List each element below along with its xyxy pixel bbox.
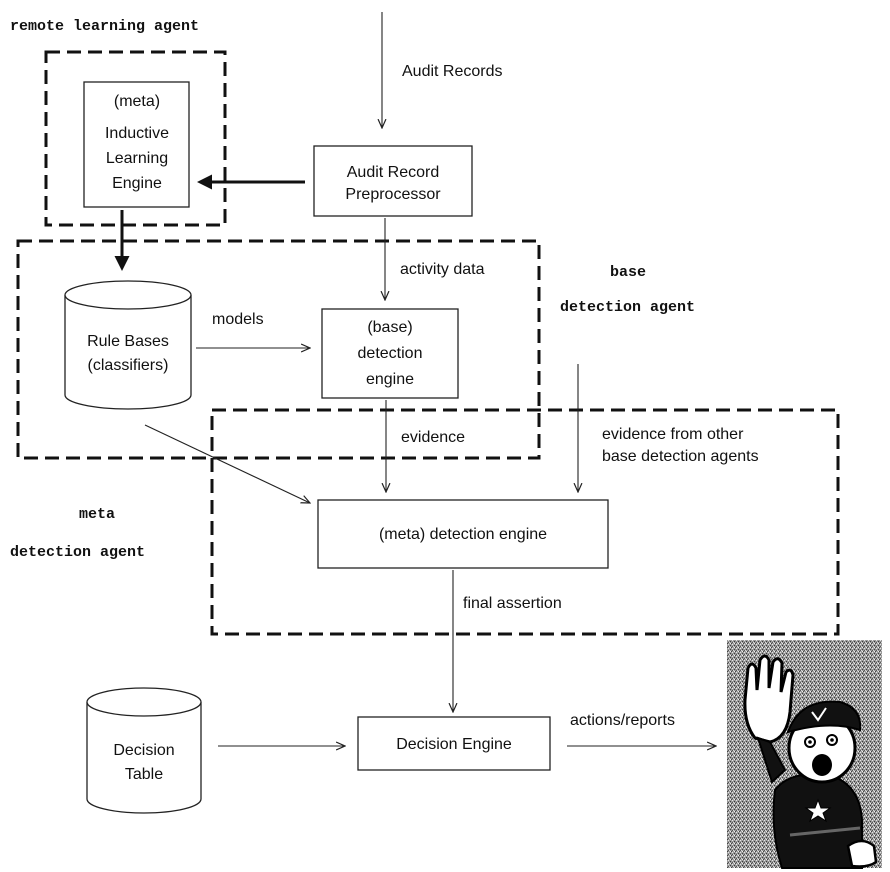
base-engine-label-line3: engine: [366, 371, 414, 388]
inductive-label-line3: Learning: [106, 150, 168, 167]
base-engine-label-line1: (base): [367, 319, 412, 336]
base-agent-label-line1: base: [610, 264, 646, 281]
evidence-other-label-line2: base detection agents: [602, 448, 759, 465]
remote-learning-agent-label: remote learning agent: [10, 18, 199, 35]
remote-learning-agent-boundary: [44, 50, 227, 227]
decision-table-label-line1: Decision: [113, 742, 174, 759]
base-agent-label-line2: detection agent: [560, 299, 695, 316]
inductive-label-line2: Inductive: [105, 125, 169, 142]
decision-table-cylinder: [86, 687, 202, 814]
evidence-label: evidence: [401, 429, 465, 446]
decision-table-label-line2: Table: [125, 766, 163, 783]
final-assertion-label: final assertion: [463, 595, 562, 612]
evidence-other-label-line1: evidence from other: [602, 426, 744, 443]
meta-agent-label-line2: detection agent: [10, 544, 145, 561]
meta-detection-agent-boundary: [210, 408, 840, 636]
inductive-label-line4: Engine: [112, 175, 162, 192]
models-label: models: [212, 311, 264, 328]
actions-reports-label: actions/reports: [570, 712, 675, 729]
audit-record-preprocessor-box: [313, 145, 473, 217]
preprocessor-label-line1: Audit Record: [347, 164, 440, 181]
alarm-figure-icon: [727, 640, 882, 869]
audit-records-label: Audit Records: [402, 63, 503, 80]
inductive-label-line1: (meta): [114, 93, 160, 110]
meta-detection-engine-box: [317, 499, 609, 569]
base-detection-agent-boundary: [16, 239, 541, 460]
base-engine-label-line2: detection: [358, 345, 423, 362]
rule-bases-label-line2: (classifiers): [88, 357, 169, 374]
rule-bases-cylinder: [64, 280, 192, 410]
preprocessor-label-line2: Preprocessor: [345, 186, 441, 203]
inductive-learning-engine-box: [83, 81, 190, 208]
decision-engine-box: [357, 716, 551, 771]
meta-agent-label-line1: meta: [79, 506, 115, 523]
base-detection-engine-box: [321, 308, 459, 399]
rulebases-to-meta-arrow: [144, 424, 310, 503]
activity-data-label: activity data: [400, 261, 485, 278]
meta-engine-label: (meta) detection engine: [379, 526, 547, 543]
rule-bases-label-line1: Rule Bases: [87, 333, 169, 350]
decision-engine-label: Decision Engine: [396, 736, 512, 753]
